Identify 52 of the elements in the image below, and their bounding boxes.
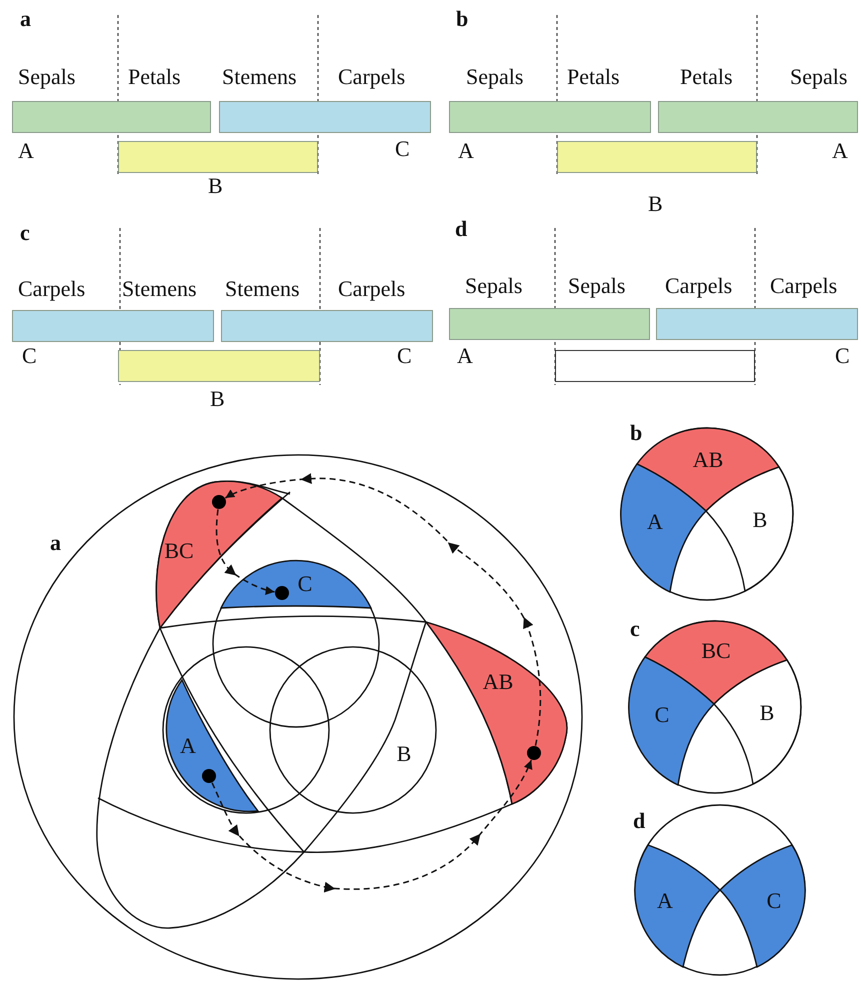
- whorl-label: Stemens: [122, 278, 197, 300]
- gene-label: A: [832, 140, 848, 162]
- whorl-label: Carpels: [18, 278, 86, 300]
- region-label: A: [180, 735, 196, 757]
- whorl-label: Carpels: [338, 66, 406, 88]
- whorl-label: Stemens: [222, 66, 297, 88]
- whorl-label: Carpels: [665, 275, 732, 297]
- gene-label: B: [648, 193, 663, 215]
- whorl-label: Petals: [128, 66, 181, 88]
- gene-bar: [555, 350, 755, 382]
- dashed-arrow: [216, 509, 275, 595]
- whorl-label: Sepals: [790, 66, 848, 88]
- whorl-label: Stemens: [225, 278, 300, 300]
- region-label: A: [657, 890, 673, 912]
- region-label: C: [298, 573, 312, 595]
- whorl-label: Sepals: [18, 66, 76, 88]
- whorl-label: Petals: [680, 66, 733, 88]
- whorl-label: Carpels: [770, 275, 838, 297]
- gene-label: C: [395, 138, 410, 160]
- whorl-label: Petals: [567, 66, 620, 88]
- region-label: B: [752, 509, 768, 531]
- whorl-label: Sepals: [568, 275, 626, 297]
- panel-letter: a: [50, 532, 61, 554]
- region-label: C: [766, 890, 782, 912]
- region-label: AB: [692, 449, 724, 471]
- region-label: B: [396, 743, 412, 765]
- dashed-arrow: [224, 473, 542, 746]
- region-label: AB: [482, 671, 514, 693]
- gene-label: C: [22, 345, 37, 367]
- whorl-label: Sepals: [465, 275, 522, 297]
- panel-letter: d: [633, 810, 646, 832]
- gene-label: A: [458, 140, 474, 162]
- panel-letter: c: [20, 222, 30, 244]
- region-label: BC: [164, 540, 194, 562]
- gene-label: C: [835, 345, 850, 367]
- region-label: A: [647, 511, 663, 533]
- gene-label: B: [210, 388, 225, 410]
- region-label: B: [760, 702, 774, 724]
- gene-label: A: [18, 140, 34, 162]
- whorl-label: Carpels: [338, 278, 406, 300]
- panel-letter: a: [20, 8, 31, 30]
- panel-letter: c: [630, 618, 640, 640]
- gene-label: B: [208, 175, 223, 197]
- dashed-arrow: [211, 760, 532, 892]
- gene-label: C: [397, 345, 412, 367]
- region-label: BC: [701, 640, 731, 662]
- panel-letter: b: [456, 8, 468, 30]
- gene-label: A: [457, 345, 473, 367]
- panel-letter: b: [630, 422, 642, 444]
- region-label: C: [654, 704, 670, 726]
- whorl-label: Sepals: [466, 66, 524, 88]
- panel-letter: d: [455, 218, 468, 240]
